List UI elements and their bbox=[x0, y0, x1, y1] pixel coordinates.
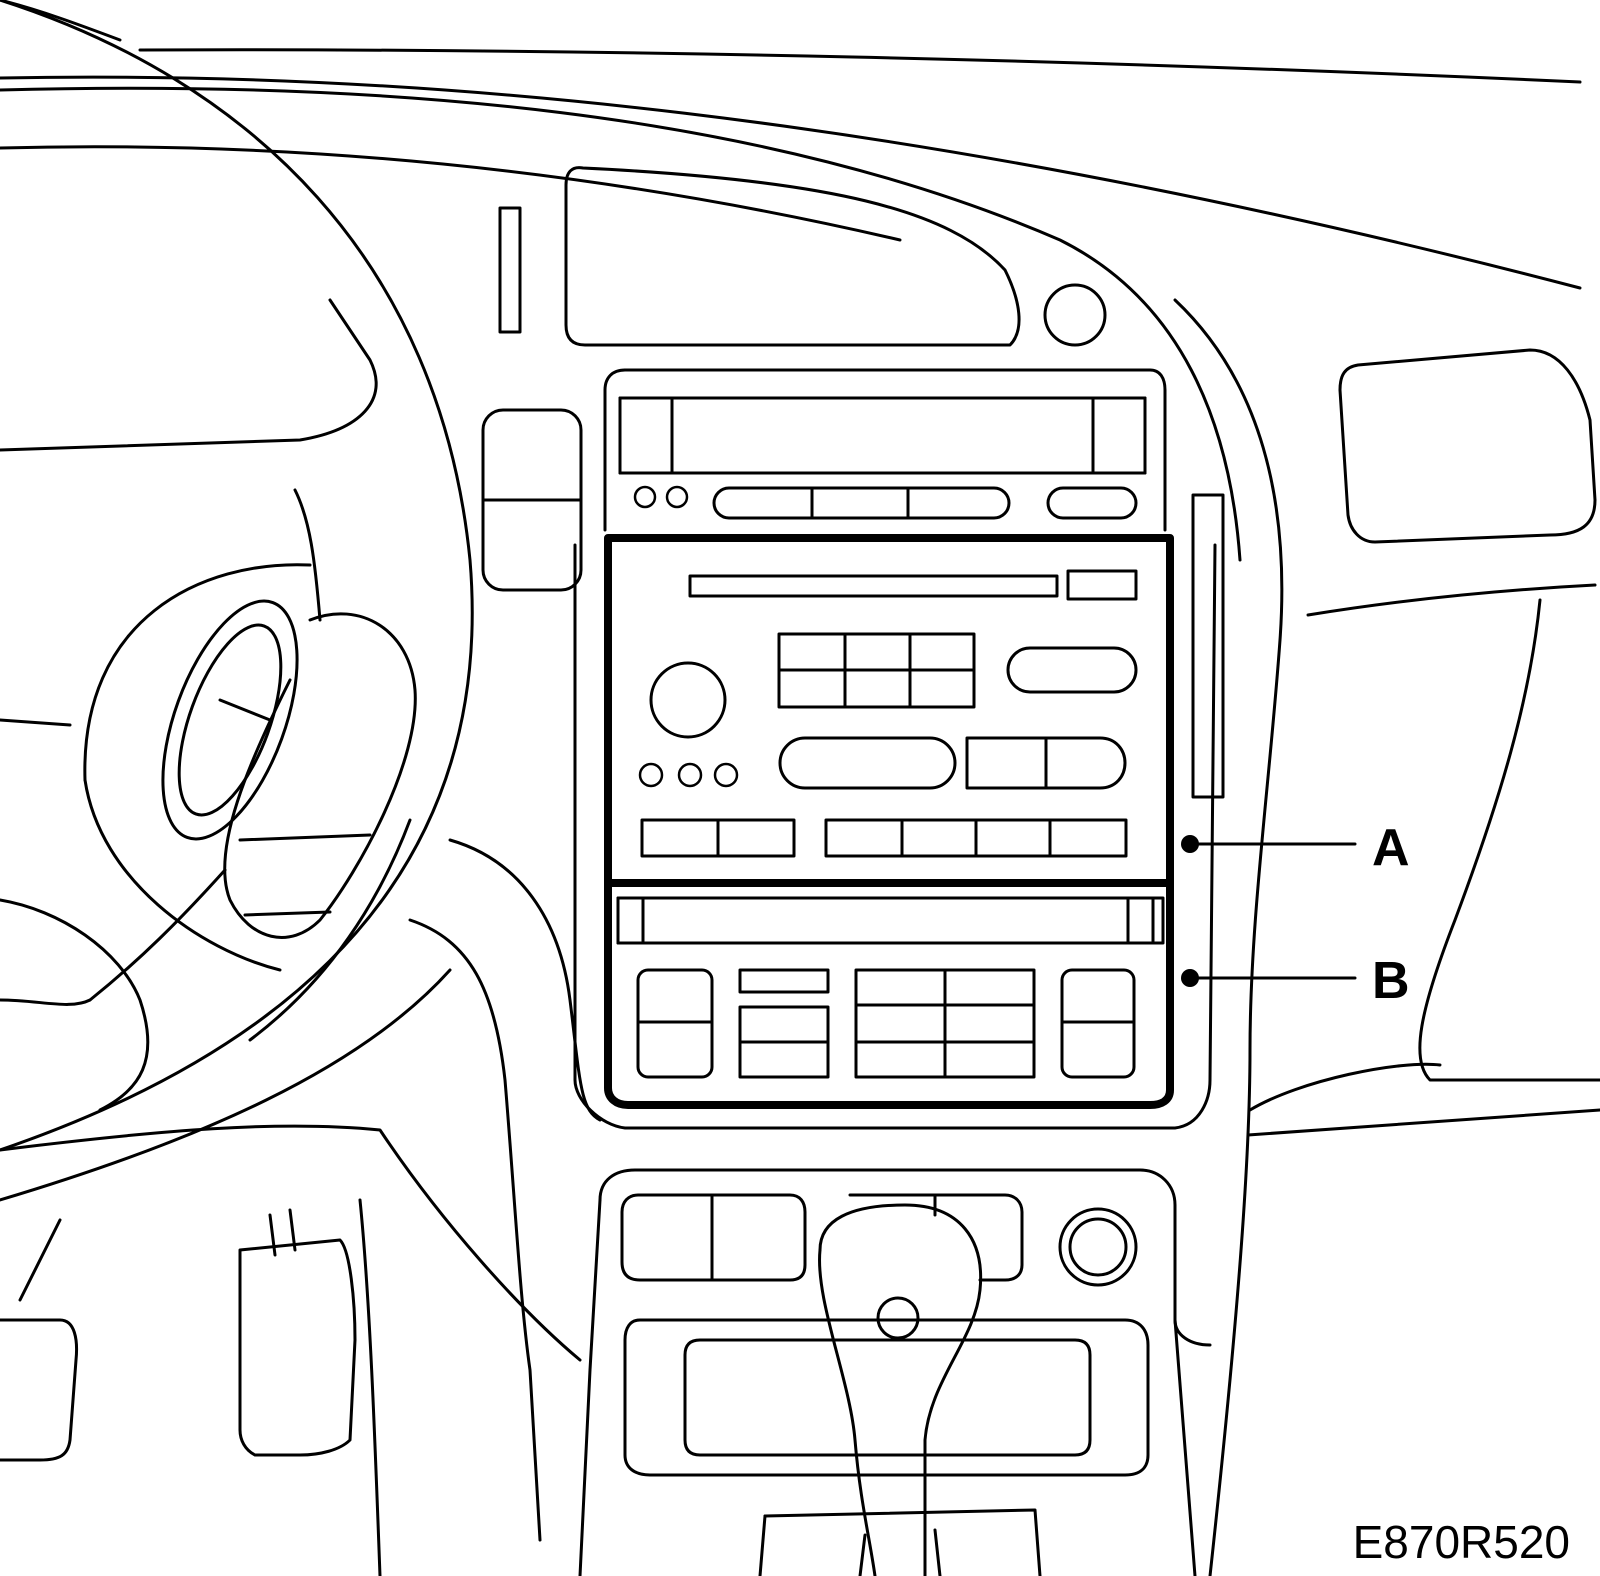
console-knob-outer bbox=[1058, 1207, 1138, 1287]
audio-unit-a bbox=[604, 534, 1174, 887]
audio-unit-a-frame bbox=[604, 534, 1174, 887]
callout-a: A bbox=[1181, 819, 1410, 877]
cd-eject-button bbox=[1066, 569, 1138, 601]
lower-console bbox=[578, 1168, 1212, 1576]
figure-code: E870R520 bbox=[1353, 1516, 1570, 1568]
indicator-dot bbox=[677, 762, 703, 788]
passenger-vent bbox=[1338, 348, 1597, 544]
callout-b: B bbox=[1181, 952, 1410, 1010]
right-vent-slot bbox=[1191, 493, 1225, 799]
radio-preset-bar bbox=[712, 486, 1011, 520]
climate-unit-b-frame bbox=[604, 879, 1174, 1109]
upper-storage-tray bbox=[564, 166, 1021, 347]
radio-button-small bbox=[665, 485, 689, 509]
climate-display bbox=[616, 896, 1165, 945]
callout-b-label: B bbox=[1372, 952, 1410, 1010]
volume-knob bbox=[649, 661, 727, 739]
console-storage-bin bbox=[623, 1318, 1150, 1477]
callout-a-label: A bbox=[1372, 819, 1410, 877]
radio-button-small bbox=[633, 485, 657, 509]
climate-unit-b bbox=[604, 879, 1174, 1109]
indicator-dot bbox=[638, 762, 664, 788]
upper-left-vent-slot bbox=[498, 206, 522, 334]
tone-buttons bbox=[965, 736, 1127, 790]
steering-column-hub bbox=[0, 563, 417, 1112]
gear-lever-button bbox=[876, 1296, 920, 1340]
console-knob-inner bbox=[1068, 1217, 1128, 1277]
center-stack-frame bbox=[573, 368, 1217, 1130]
right-dash bbox=[1173, 298, 1600, 1576]
steering-wheel bbox=[0, 0, 474, 1202]
console-storage-recess bbox=[683, 1338, 1092, 1457]
dashboard-top-edge bbox=[0, 48, 1582, 562]
seek-bar bbox=[778, 736, 957, 790]
left-lower-dash bbox=[0, 838, 602, 1576]
radio-display bbox=[618, 396, 1147, 475]
radio-head-unit bbox=[618, 396, 1147, 520]
cd-slot bbox=[688, 574, 1059, 598]
climate-small-button bbox=[738, 968, 830, 994]
gear-selector-lever bbox=[818, 1203, 983, 1576]
mode-button bbox=[1006, 646, 1138, 694]
upper-center-console bbox=[481, 166, 1225, 799]
upper-round-knob bbox=[1043, 283, 1107, 347]
console-switch-pair bbox=[620, 1193, 807, 1282]
indicator-dot bbox=[713, 762, 739, 788]
radio-eject-button bbox=[1046, 486, 1138, 520]
